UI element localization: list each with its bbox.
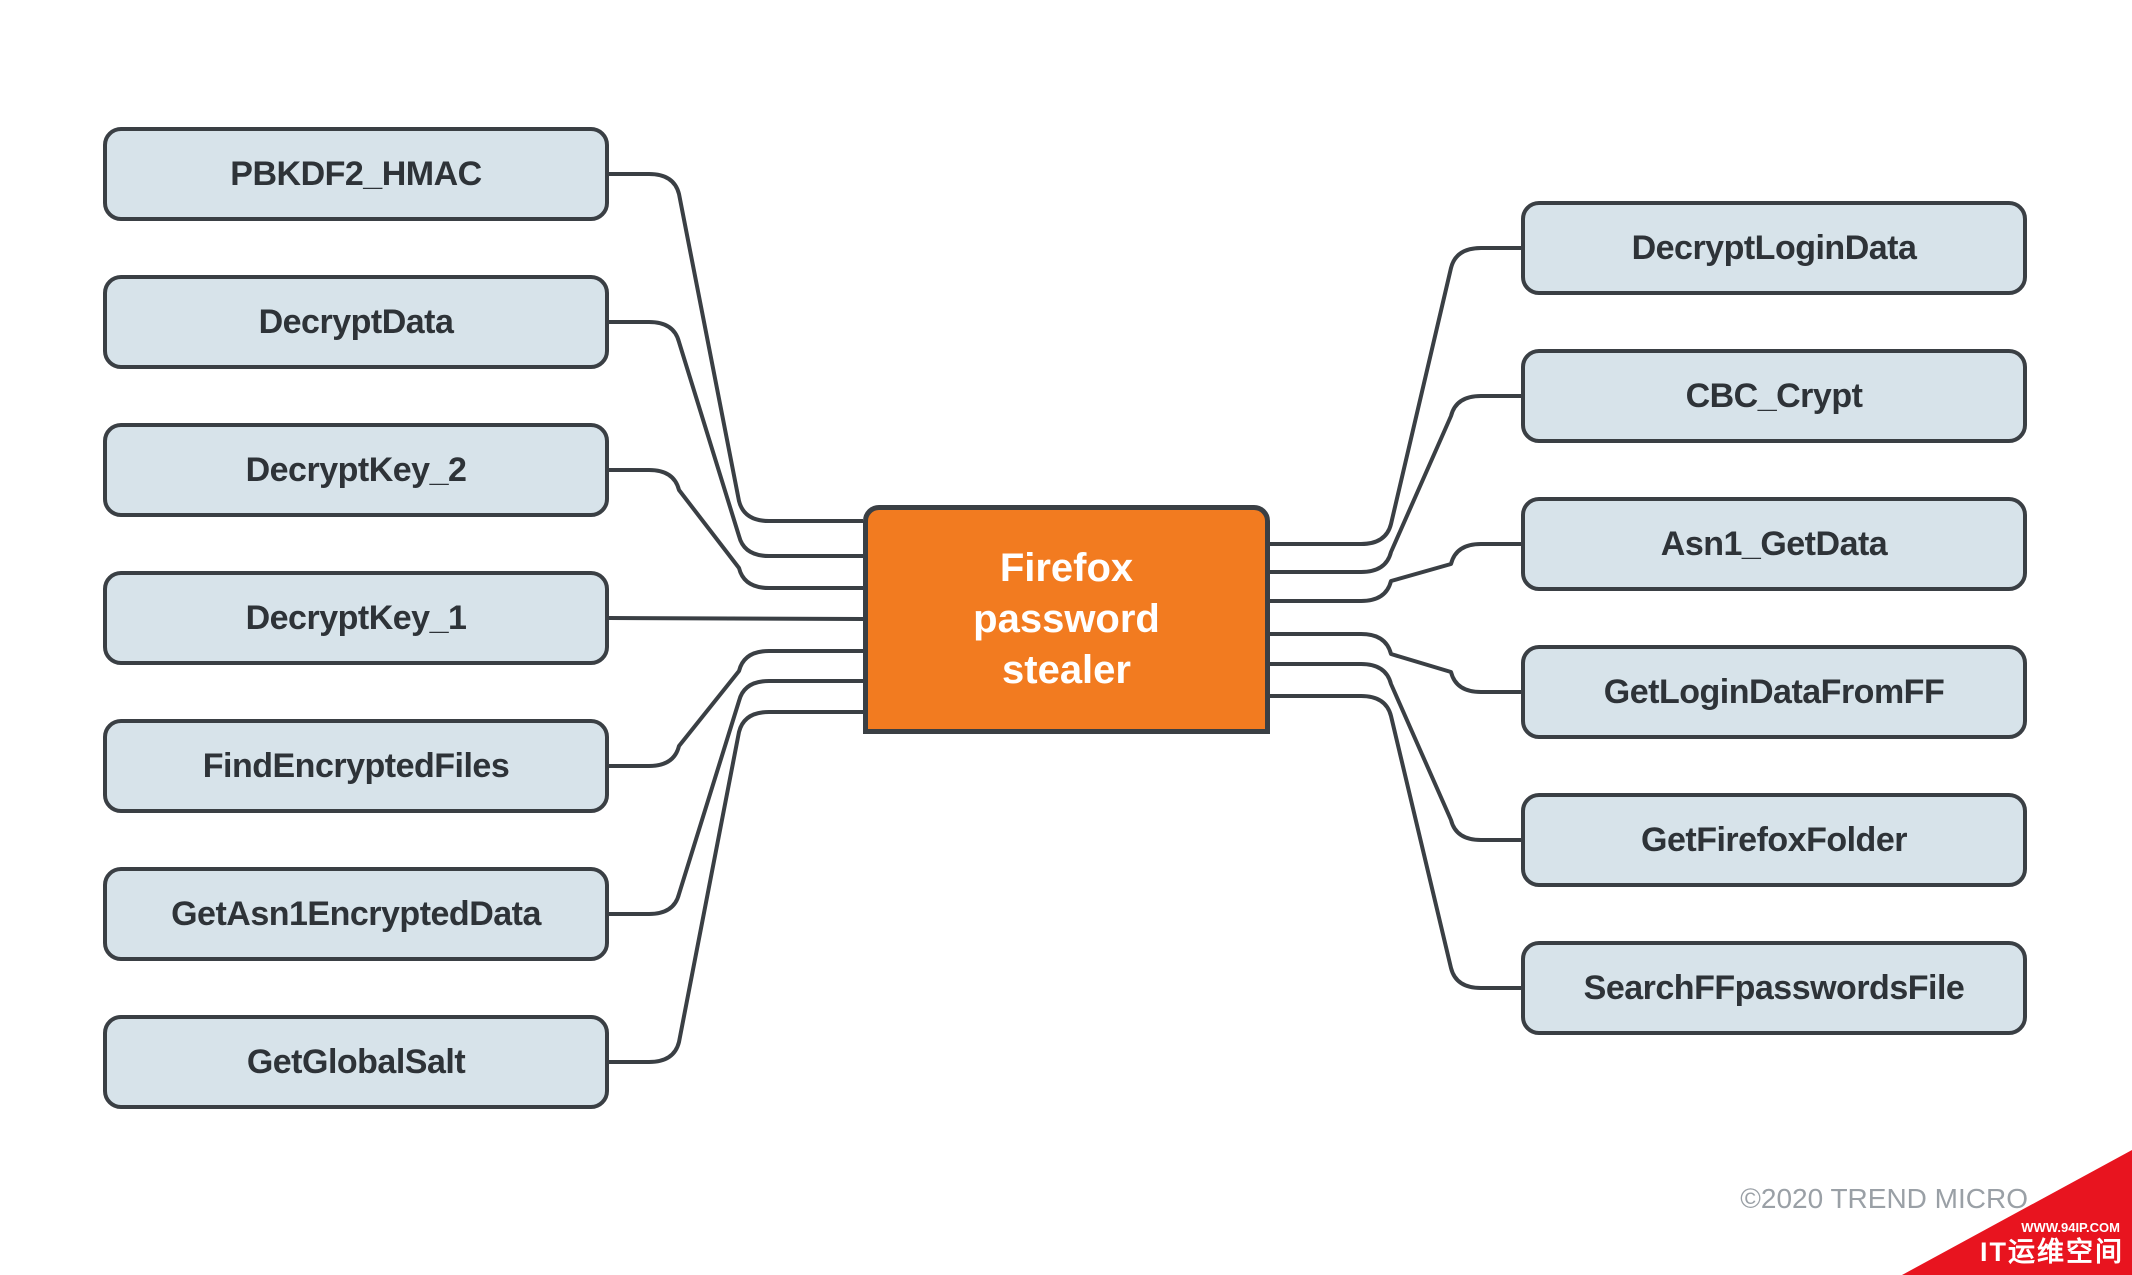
connector-right-getfirefoxfolder (1270, 662, 1521, 842)
connector-left-findencryptedfiles (609, 649, 863, 768)
watermark-text: IT运维空间 (1980, 1237, 2124, 1267)
center-node-firefox-password-stealer: Firefox password stealer (863, 505, 1270, 734)
connector-right-getlogindatafromff (1270, 632, 1521, 694)
left-node-decryptkey-2: DecryptKey_2 (103, 423, 609, 517)
connector-left-pbkdf2-hmac (609, 172, 863, 523)
right-node-searchffpasswordsfile: SearchFFpasswordsFile (1521, 941, 2027, 1035)
watermark-badge: WWW.94IP.COM IT运维空间 (1902, 1150, 2132, 1275)
connector-left-getglobalsalt (609, 710, 863, 1064)
watermark-url: WWW.94IP.COM (2021, 1220, 2120, 1235)
right-node-getlogindatafromff: GetLoginDataFromFF (1521, 645, 2027, 739)
left-node-pbkdf2-hmac: PBKDF2_HMAC (103, 127, 609, 221)
left-node-decryptdata: DecryptData (103, 275, 609, 369)
connector-left-decryptdata (609, 320, 863, 558)
connector-left-decryptkey-2 (609, 468, 863, 590)
right-node-getfirefoxfolder: GetFirefoxFolder (1521, 793, 2027, 887)
left-node-getasn1encrypteddata: GetAsn1EncryptedData (103, 867, 609, 961)
connector-right-asn1-getdata (1270, 542, 1521, 603)
left-node-decryptkey-1: DecryptKey_1 (103, 571, 609, 665)
connector-left-decryptkey-1 (608, 616, 864, 621)
right-node-decryptlogindata: DecryptLoginData (1521, 201, 2027, 295)
right-node-asn1-getdata: Asn1_GetData (1521, 497, 2027, 591)
left-node-findencryptedfiles: FindEncryptedFiles (103, 719, 609, 813)
connector-left-getasn1encrypteddata (609, 679, 863, 916)
right-node-cbc-crypt: CBC_Crypt (1521, 349, 2027, 443)
left-node-getglobalsalt: GetGlobalSalt (103, 1015, 609, 1109)
watermark-triangle (1902, 1150, 2132, 1275)
connector-right-searchffpasswordsfile (1270, 694, 1521, 990)
connector-right-decryptlogindata (1270, 246, 1521, 546)
connector-right-cbc-crypt (1270, 394, 1521, 574)
